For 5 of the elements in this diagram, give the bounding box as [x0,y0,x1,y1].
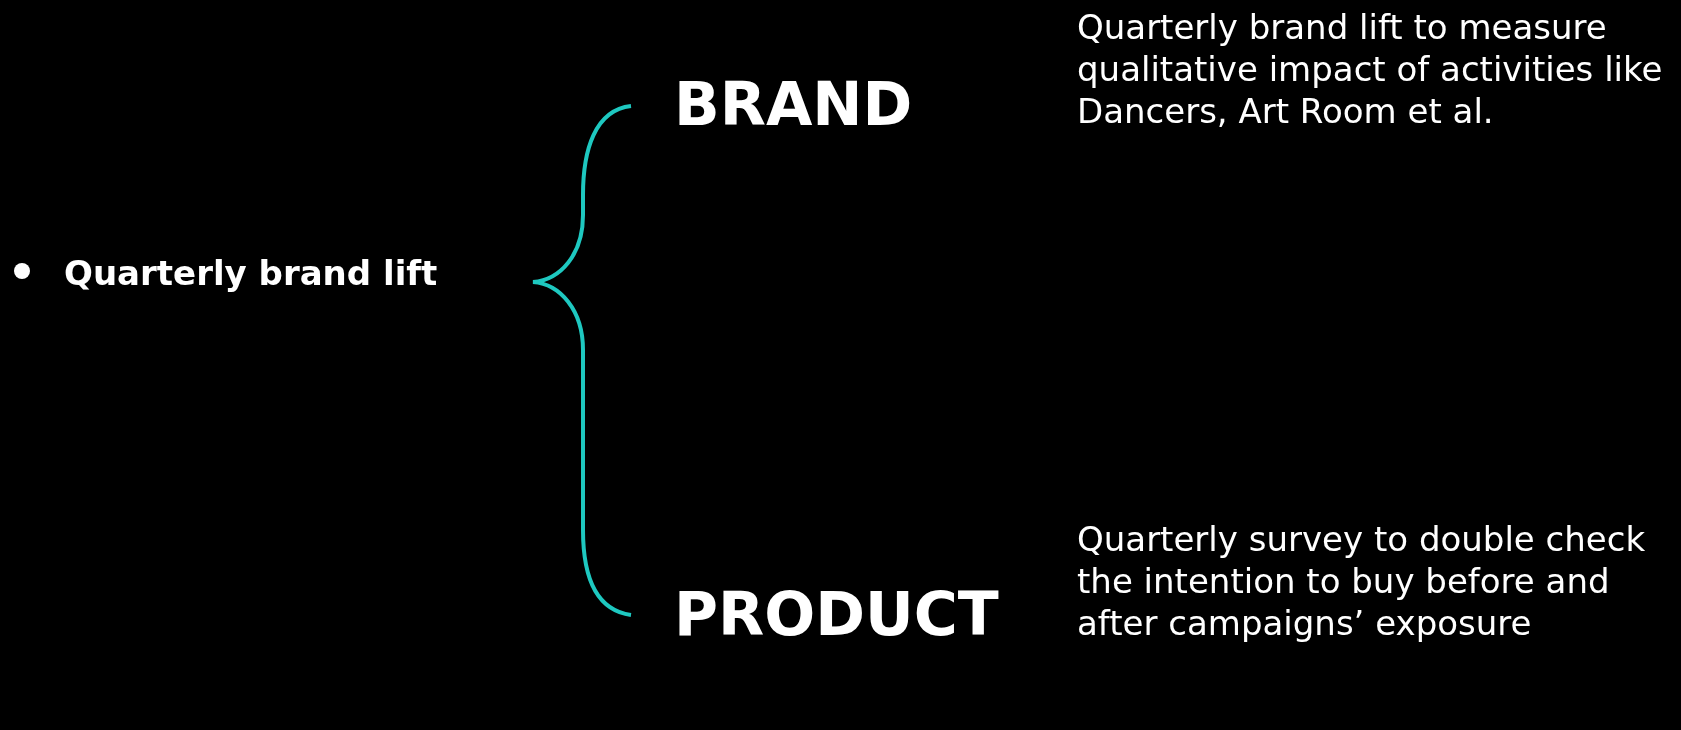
category-heading: PRODUCT [674,578,1000,650]
description-text: Quarterly brand lift to measure qualitative impact of activities like Dancers, Art Room et al. [1077,6,1664,133]
bullet-item-text: Quarterly brand lift [64,253,439,294]
category-heading: BRAND [674,68,914,140]
description-text: Quarterly survey to double check the intention to buy before and after campaigns’ exposure [1077,518,1647,645]
